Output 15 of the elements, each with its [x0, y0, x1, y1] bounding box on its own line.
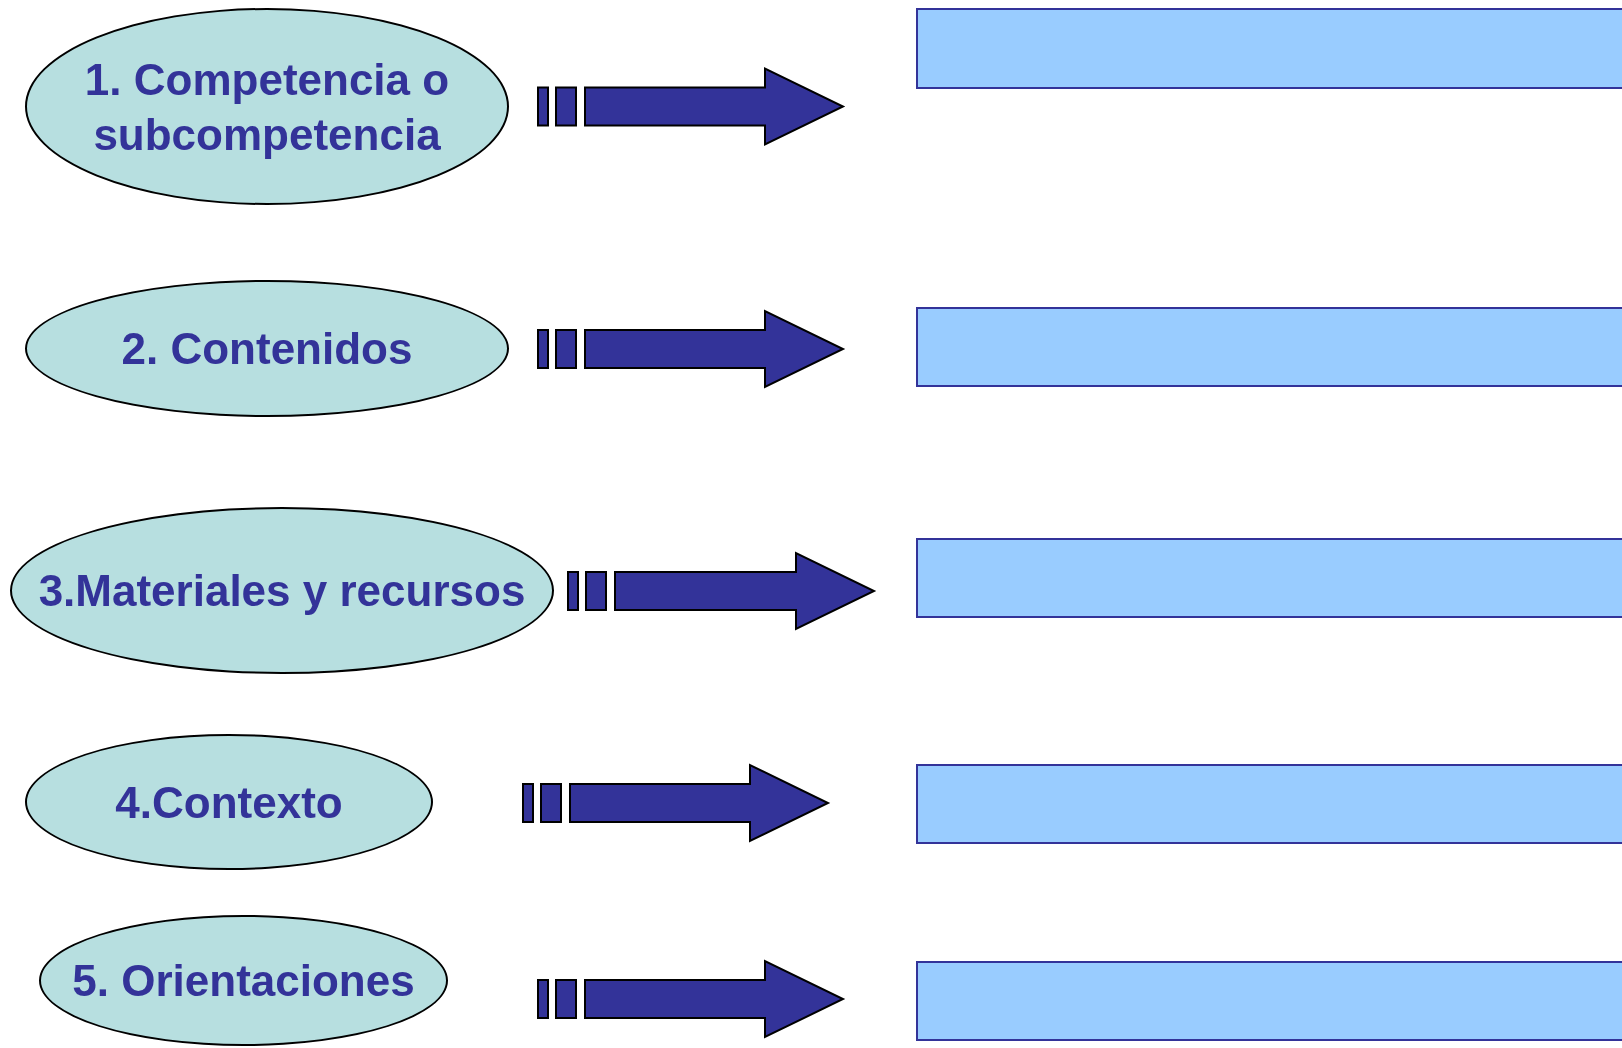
empty-box	[916, 307, 1622, 387]
topic-label: 4.Contexto	[114, 776, 344, 829]
empty-box	[916, 961, 1622, 1041]
topic-label: 3.Materiales y recursos	[37, 565, 527, 617]
block-arrow	[537, 959, 846, 1039]
empty-box	[916, 764, 1622, 844]
topic-label: 1. Competencia o subcompetencia	[83, 53, 451, 161]
topic-label: 5. Orientaciones	[71, 955, 416, 1007]
block-arrow	[567, 551, 877, 631]
topic-label: 2. Contenidos	[120, 323, 414, 375]
empty-box	[916, 538, 1622, 618]
block-arrow	[537, 66, 846, 147]
block-arrow	[537, 309, 846, 389]
block-arrow	[522, 763, 831, 843]
empty-box	[916, 8, 1622, 89]
